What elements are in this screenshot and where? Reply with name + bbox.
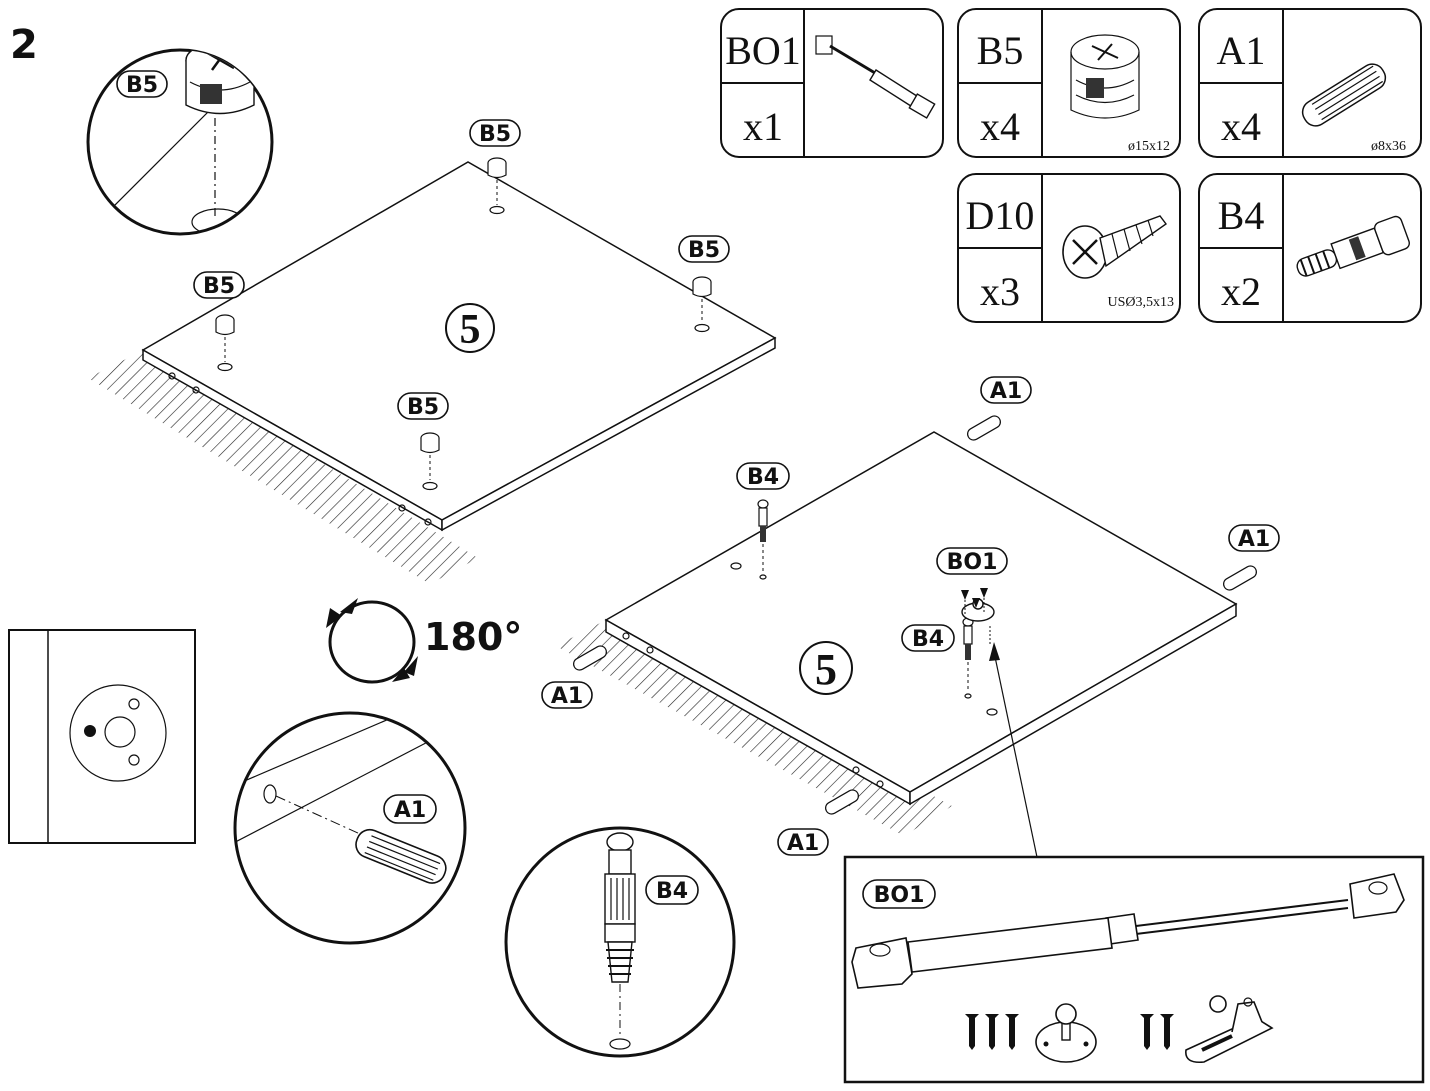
part-size: ø15x12 bbox=[1128, 139, 1170, 154]
cam-lock-icon bbox=[1070, 34, 1140, 119]
label-a1: A1 bbox=[541, 681, 593, 709]
svg-text:A1: A1 bbox=[990, 379, 1022, 404]
cam-lock-icon bbox=[420, 432, 440, 491]
part-qty: x4 bbox=[1221, 104, 1261, 149]
wooden-dowel-icon bbox=[355, 828, 447, 884]
part-code: A1 bbox=[1217, 28, 1266, 73]
part-qty: x4 bbox=[980, 104, 1020, 149]
svg-text:A1: A1 bbox=[1238, 527, 1270, 552]
screw-icon bbox=[972, 598, 991, 644]
part-card-a1: A1 x4 ø8x36 bbox=[1198, 8, 1422, 158]
cam-bolt-icon bbox=[604, 832, 636, 983]
svg-text:B5: B5 bbox=[688, 238, 720, 263]
part-code: B4 bbox=[1218, 193, 1265, 238]
label-bo1: BO1 bbox=[862, 879, 936, 909]
svg-text:BO1: BO1 bbox=[874, 883, 925, 908]
svg-text:B5: B5 bbox=[407, 395, 439, 420]
label-b4: B4 bbox=[736, 462, 790, 490]
screw-icon bbox=[1140, 1014, 1154, 1050]
cam-lock-icon bbox=[692, 276, 712, 333]
gas-strut-icon bbox=[851, 873, 1405, 989]
label-b5: B5 bbox=[193, 271, 245, 299]
svg-text:A1: A1 bbox=[787, 831, 819, 856]
cam-lock-icon bbox=[185, 50, 255, 115]
parts-legend: BO1 x1 B5 x4 ø15x12 bbox=[720, 8, 1422, 323]
gas-strut-icon bbox=[815, 35, 936, 119]
floor-hatch-left bbox=[88, 352, 478, 584]
rotation-indicator: 180° bbox=[326, 598, 522, 684]
detail-circle-b4: B4 bbox=[504, 826, 736, 1058]
label-a1: A1 bbox=[383, 794, 437, 824]
svg-text:B5: B5 bbox=[203, 274, 235, 299]
part-card-d10: D10 x3 USØ3,5x13 bbox=[957, 173, 1181, 323]
cam-lock-icon bbox=[487, 157, 507, 215]
label-b4: B4 bbox=[645, 875, 699, 905]
label-bo1: BO1 bbox=[936, 547, 1008, 575]
wooden-dowel-icon bbox=[1301, 63, 1387, 127]
detail-circle-a1: A1 bbox=[233, 711, 467, 945]
side-view-inset bbox=[8, 629, 196, 844]
panel-number: 5 bbox=[815, 645, 837, 694]
part-code: B5 bbox=[977, 28, 1024, 73]
svg-text:B5: B5 bbox=[126, 73, 158, 98]
screw-icon bbox=[1005, 1014, 1019, 1050]
ball-mount-bracket-icon bbox=[1035, 1003, 1097, 1063]
label-b5: B5 bbox=[397, 392, 449, 420]
cam-lock-icon bbox=[215, 314, 235, 372]
step-number: 2 bbox=[10, 22, 38, 68]
part-card-b5: B5 x4 ø15x12 bbox=[957, 8, 1181, 158]
screw-icon bbox=[965, 1014, 979, 1050]
wooden-dowel-icon bbox=[825, 789, 859, 815]
part-size: ø8x36 bbox=[1371, 139, 1406, 154]
cam-bolt-icon bbox=[1296, 215, 1410, 277]
part-code: D10 bbox=[966, 193, 1035, 238]
label-b5: B5 bbox=[678, 235, 730, 263]
screw-icon bbox=[1062, 215, 1167, 279]
screw-icon bbox=[961, 590, 969, 615]
wooden-dowel-icon bbox=[573, 645, 607, 671]
label-a1: A1 bbox=[980, 376, 1032, 404]
label-a1: A1 bbox=[1228, 524, 1280, 552]
svg-text:A1: A1 bbox=[394, 798, 426, 823]
rotation-label: 180° bbox=[424, 615, 522, 659]
detail-box-bo1: BO1 bbox=[843, 855, 1425, 1084]
label-b4: B4 bbox=[901, 624, 955, 652]
label-a1: A1 bbox=[777, 828, 829, 856]
wooden-dowel-icon bbox=[967, 415, 1001, 441]
svg-text:BO1: BO1 bbox=[947, 550, 998, 575]
part-code: BO1 bbox=[725, 28, 801, 73]
part-qty: x2 bbox=[1221, 269, 1261, 314]
svg-text:B4: B4 bbox=[656, 879, 688, 904]
label-b5: B5 bbox=[116, 70, 168, 98]
label-b5: B5 bbox=[469, 119, 521, 147]
part-qty: x1 bbox=[743, 104, 783, 149]
screw-icon bbox=[1160, 1014, 1174, 1050]
screw-icon bbox=[980, 588, 988, 613]
angle-mount-bracket-icon bbox=[1185, 995, 1274, 1064]
panel-upper: 5 B5 bbox=[141, 119, 777, 532]
part-card-bo1: BO1 x1 bbox=[720, 8, 944, 158]
svg-text:B4: B4 bbox=[747, 465, 779, 490]
part-card-b4: B4 x2 bbox=[1198, 173, 1422, 323]
floor-hatch-right bbox=[556, 620, 952, 836]
panel-lower: 5 bbox=[541, 376, 1280, 856]
svg-text:B4: B4 bbox=[912, 627, 944, 652]
wooden-dowel-icon bbox=[1223, 565, 1257, 591]
svg-text:A1: A1 bbox=[551, 684, 583, 709]
screw-icon bbox=[985, 1014, 999, 1050]
part-size: USØ3,5x13 bbox=[1107, 295, 1174, 310]
svg-text:B5: B5 bbox=[479, 122, 511, 147]
detail-circle-b5: B5 bbox=[86, 48, 274, 236]
cam-bolt-icon bbox=[757, 499, 769, 580]
panel-number: 5 bbox=[460, 307, 481, 353]
part-qty: x3 bbox=[980, 269, 1020, 314]
